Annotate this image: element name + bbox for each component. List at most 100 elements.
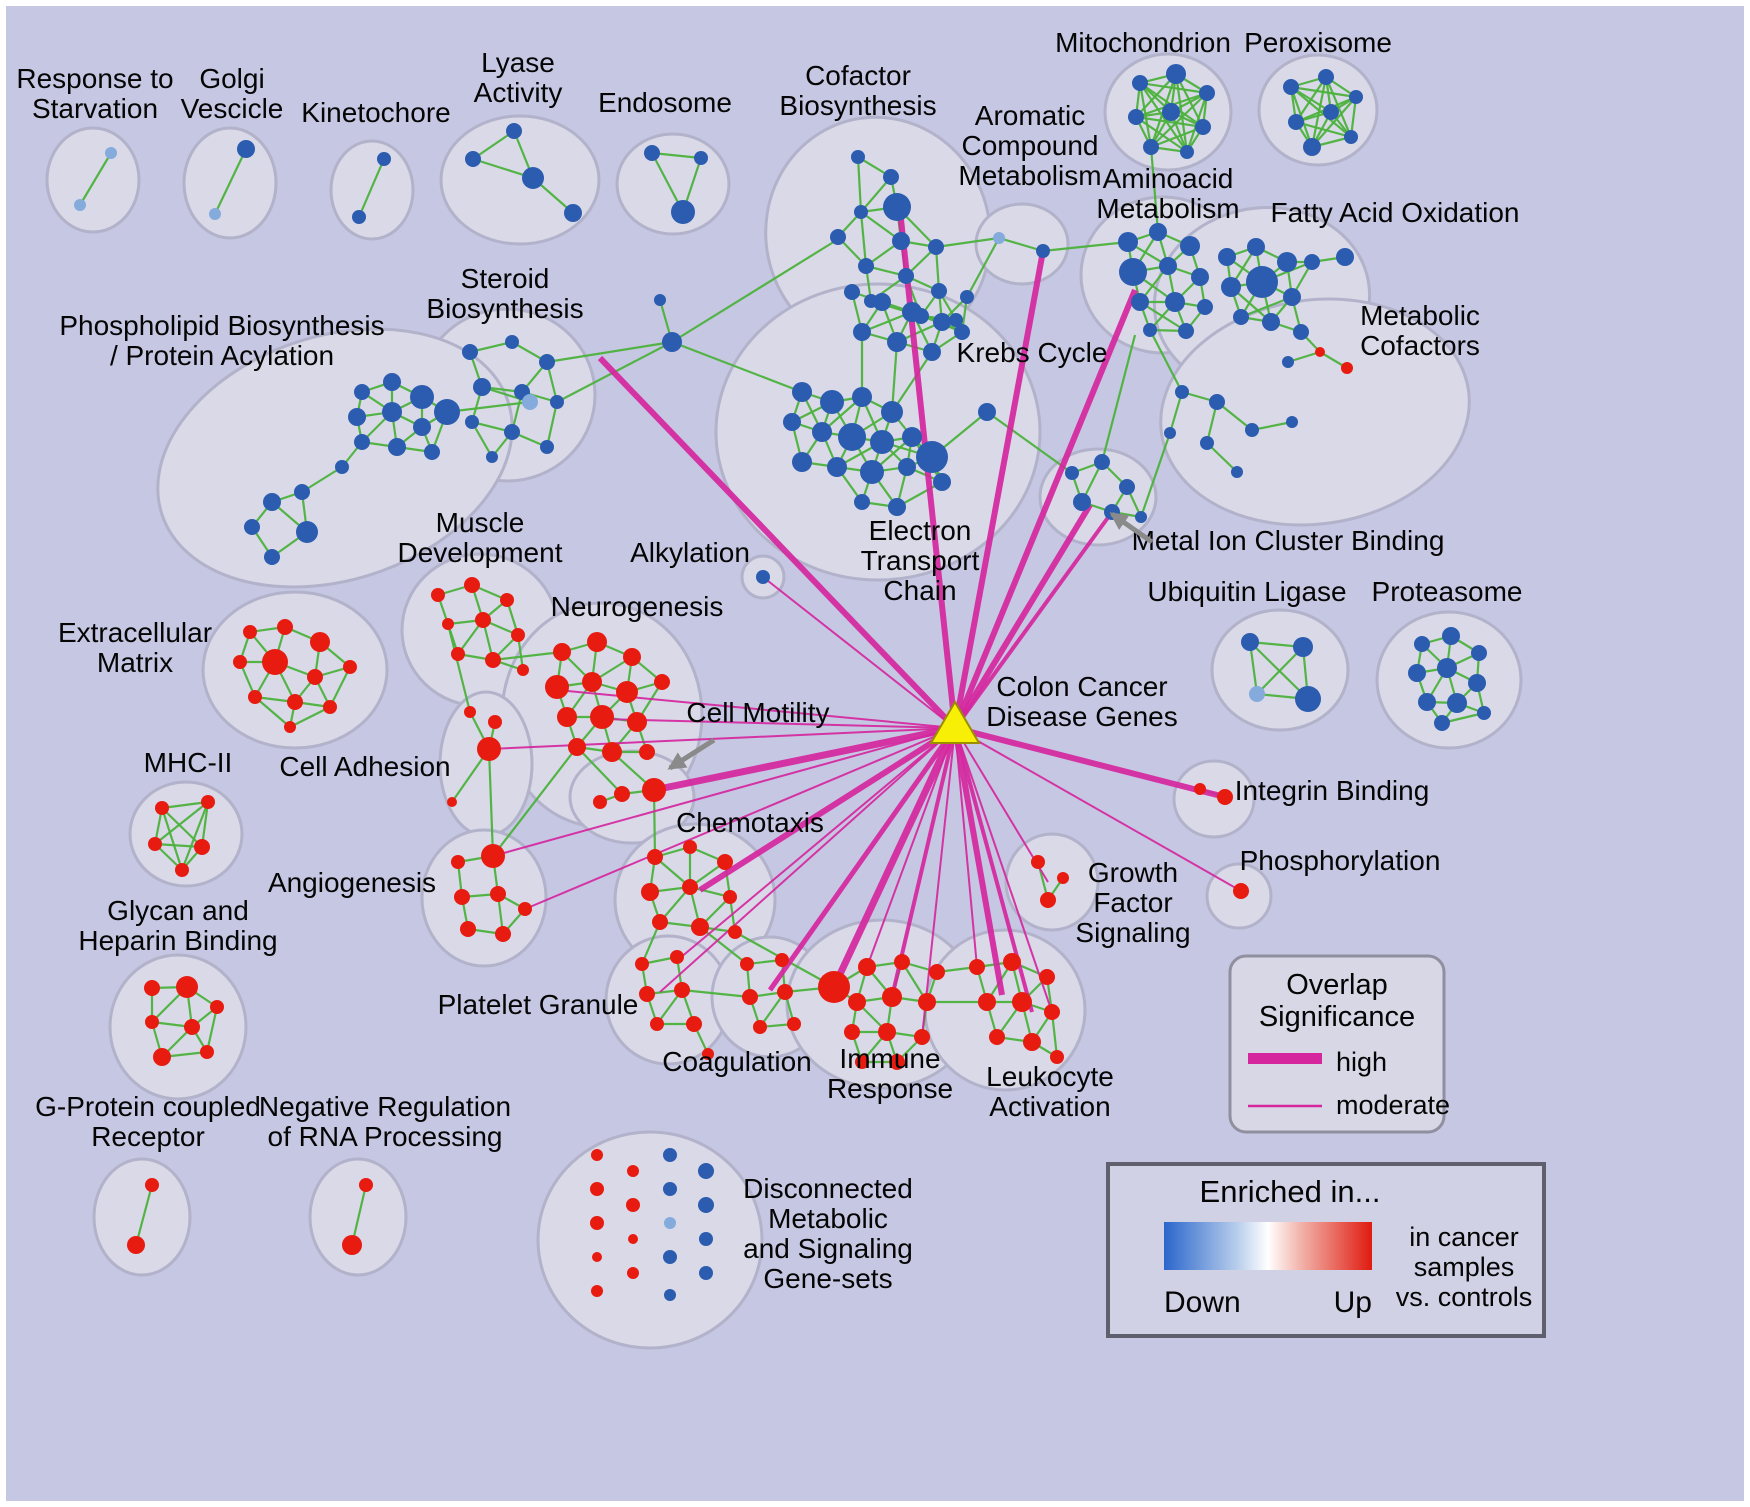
phospholipid-biosynthesis-protein-acylation-node [388,438,406,456]
aminoacid-metabolism-node [1165,292,1185,312]
metal-ion-cluster-binding-node [1094,454,1110,470]
extracellular-matrix-edge [329,666,351,708]
platelet-granule-node [702,1048,714,1060]
phospholipid-biosynthesis-protein-acylation-node [264,549,280,565]
coagulation-node [753,1020,767,1034]
metabolic-cofactors-node [1282,356,1294,368]
enriched-legend-title: Enriched in... [1200,1174,1381,1209]
inter-cluster-edge [671,237,841,343]
aminoacid-metabolism-node [1191,268,1209,286]
integrin-binding-label: Integrin Binding [1235,775,1430,806]
platelet-granule-node [639,986,655,1002]
steroid-biosynthesis-node [462,344,478,360]
cell-motility-label: Cell Motility [686,697,829,728]
inter-cluster-edge [891,351,933,413]
fatty-acid-oxidation-node [1233,309,1249,325]
lyase-activity-node [506,123,522,139]
legend-enriched-in: Enriched in... Down Up in cancer samples… [1106,1162,1546,1338]
phospholipid-biosynthesis-protein-acylation-node [382,402,402,422]
layer-arrows [667,511,1154,771]
enriched-down-label: Down [1164,1286,1241,1319]
chemotaxis-node [683,840,697,854]
overlap-significance-edge [953,510,1114,730]
platelet-granule-label: Platelet Granule [438,989,639,1020]
overlap-legend-box [1228,954,1446,1134]
mitochondrion-node [1132,75,1148,91]
disconnected-gene-sets-node [590,1182,604,1196]
disconnected-gene-sets-node [663,1148,677,1162]
aminoacid-metabolism-node [1180,236,1200,256]
coagulation-node [787,1017,801,1031]
inter-cluster-edge [576,746,623,795]
cell-adhesion-label: Cell Adhesion [279,751,450,782]
cofactor-biosynthesis-node [892,232,910,250]
proteasome-node [1471,645,1487,661]
muscle-development-node [464,577,480,593]
growth-factor-signaling-node [1040,892,1056,908]
mitochondrion-edge [1139,82,1188,153]
krebs-cycle-label: Krebs Cycle [957,337,1108,368]
inter-cluster-edge [546,340,673,364]
overlap-significance-edge [954,727,1049,883]
muscle-development-node [500,593,514,607]
disconnected-gene-sets-node [698,1163,714,1179]
inter-cluster-edge [1149,146,1160,233]
fatty-acid-oxidation-node [1293,324,1309,340]
extracellular-matrix-node [343,660,357,674]
extracellular-matrix-node [233,655,247,669]
angiogenesis-node [518,902,532,916]
overlap-significance-edge [952,250,1046,729]
mitochondrion-edge [1174,73,1189,153]
cell-adhesion-node [477,737,501,761]
growth-factor-signaling-node [1057,872,1069,884]
cofactor-biosynthesis-node [928,239,944,255]
chemotaxis-node [652,914,668,930]
phospholipid-biosynthesis-protein-acylation-node [348,408,366,426]
immune-response-node [889,1054,905,1070]
lyase-activity-node [522,167,544,189]
mitochondrion-node [1166,64,1186,84]
g-protein-coupled-receptor-node [127,1236,145,1254]
krebs-electron-transport-node [933,313,951,331]
phospholipid-biosynthesis-protein-acylation-node [383,373,401,391]
steroid-biosynthesis-edge [545,401,559,448]
muscle-development-node [517,664,529,676]
krebs-electron-transport-node [844,284,860,300]
g-protein-coupled-receptor-edge [134,1184,154,1246]
fatty-acid-oxidation-node [1304,254,1320,270]
steroid-biosynthesis-node [473,378,491,396]
coagulation-label: Coagulation [662,1046,811,1077]
disconnected-gene-sets-node [627,1267,639,1279]
aminoacid-metabolism-node [1159,257,1177,275]
lyase-activity-node [564,204,582,222]
glycan-heparin-binding-edge [205,1006,219,1053]
phospholipid-biosynthesis-protein-acylation-node [413,418,431,436]
immune-response-node [918,993,936,1011]
aminoacid-metabolism-node [1149,223,1167,241]
disconnected-gene-sets-node [591,1149,603,1161]
leukocyte-activation-node [969,959,985,975]
enriched-note-line2: samples [1414,1252,1515,1282]
mhc-ii-node [194,839,210,855]
cofactor-biosynthesis-node [883,193,911,221]
overlap-significance-edge [954,727,1053,1013]
proteasome-node [1447,693,1467,713]
proteasome-node [1468,674,1486,692]
inter-cluster-edge [681,988,751,999]
inter-cluster-edge [492,746,578,857]
legend-overlap-significance: Overlap Significance high moderate [1228,954,1450,1134]
growth-factor-signaling-node [1031,855,1045,869]
proteasome-label: Proteasome [1372,576,1523,607]
disconnected-gene-sets-node [590,1216,604,1230]
krebs-electron-transport-node [854,494,870,510]
high-significance-swatch [1248,1053,1322,1064]
disconnected-gene-sets-node [664,1217,676,1229]
